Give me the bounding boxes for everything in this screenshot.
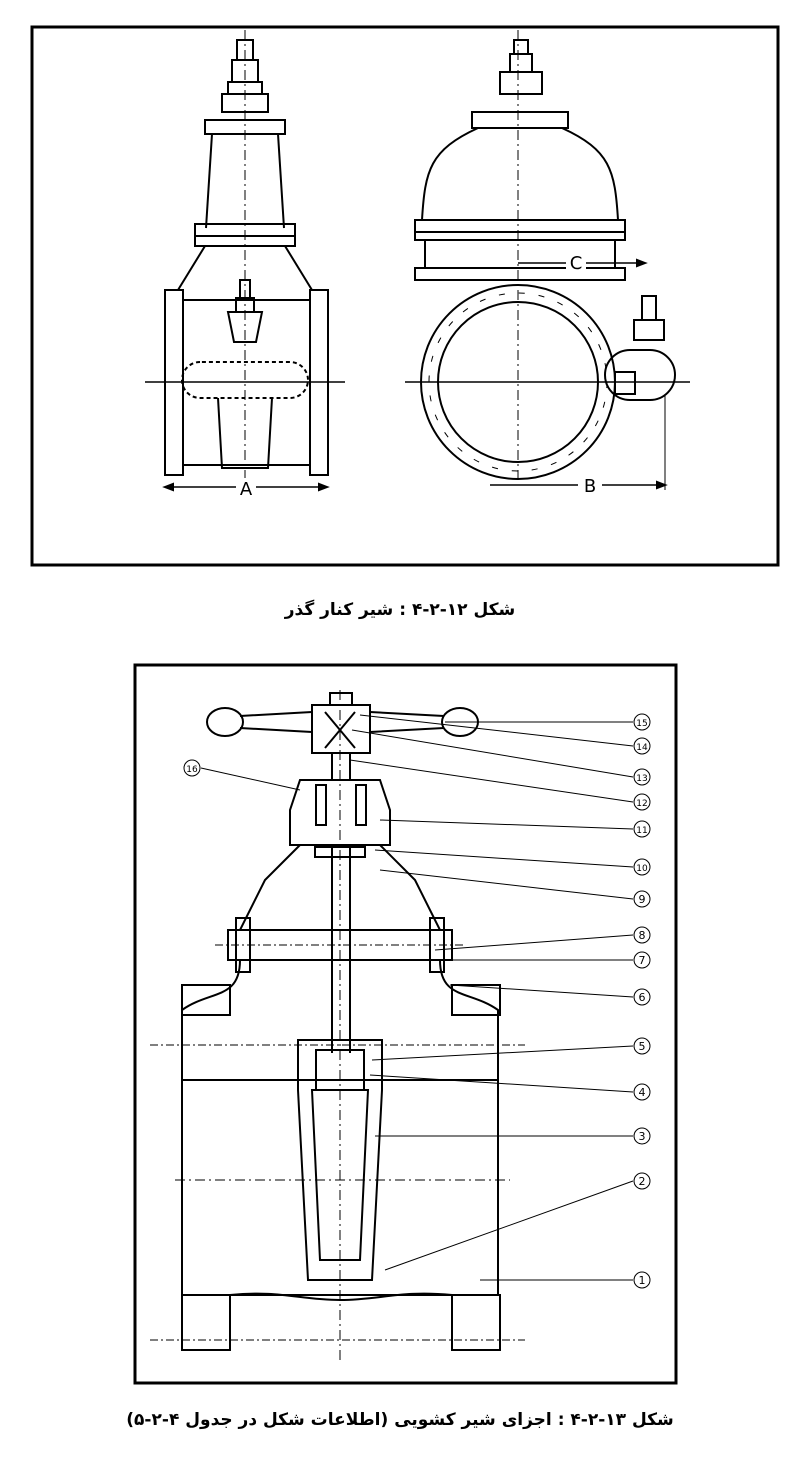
callout-circle (633, 1127, 651, 1145)
part-number-label: 4 (639, 1086, 646, 1099)
leader-line (374, 849, 634, 868)
callout-circle (183, 759, 201, 777)
callout-circle (633, 858, 651, 876)
part-number-label: 8 (639, 929, 646, 942)
caption-separator: : (557, 1410, 565, 1430)
part-number-label: 12 (636, 799, 647, 809)
part-number-label: 10 (636, 864, 648, 874)
part-number-label: 7 (639, 954, 646, 967)
leader-line (349, 759, 634, 803)
callout-circle (633, 793, 651, 811)
part-number-label: 9 (639, 893, 646, 906)
callout-circle (633, 951, 651, 969)
bypass-valve-front-view: A (145, 30, 345, 500)
caption-separator: : (399, 600, 407, 620)
leader-line (200, 767, 301, 791)
callout-circle (633, 1271, 651, 1289)
figure1-caption: شکل ۴-۲-۱۲ : شیر کنار گذر (0, 600, 800, 620)
part-number-label: 13 (636, 774, 647, 784)
caption-number: ۴-۲-۱۲ (411, 600, 468, 620)
callout-circle (633, 988, 651, 1006)
caption-title: اجزای شیر کشویی (اطلاعات شکل در جدول ۴-۲… (126, 1410, 552, 1430)
leader-line (359, 714, 634, 747)
leader-line (449, 984, 634, 998)
part-number-label: 14 (636, 743, 648, 753)
leader-line (369, 1074, 634, 1093)
callout-circle (633, 737, 651, 755)
callout-circle (633, 1172, 651, 1190)
part-number-label: 2 (639, 1175, 646, 1188)
part-number-label: 6 (639, 991, 646, 1004)
part-number-label: 1 (639, 1274, 646, 1287)
leader-line (371, 1045, 634, 1061)
gate-valve-section (150, 690, 525, 1360)
callout-circle (633, 820, 651, 838)
callout-circle (633, 1037, 651, 1055)
leader-line (379, 869, 634, 900)
figure2-caption: شکل ۴-۲-۱۳ : اجزای شیر کشویی (اطلاعات شک… (0, 1410, 800, 1430)
figure-bypass-valve: A B C (30, 25, 780, 567)
callout-circle (633, 926, 651, 944)
part-number-label: 11 (636, 826, 647, 836)
caption-prefix: شکل (631, 1410, 674, 1430)
part-number-label: 15 (636, 719, 647, 729)
figure1-frame (30, 25, 780, 567)
dimension-label-b: B (584, 476, 596, 497)
leader-line (351, 729, 634, 778)
part-number-label: 16 (186, 765, 198, 775)
bypass-valve-side-view: B C (405, 30, 690, 497)
figure2-frame (133, 663, 678, 1385)
dimension-label-c: C (570, 253, 583, 274)
callout-circle (633, 1083, 651, 1101)
callout-circle (633, 890, 651, 908)
part-number-label: 5 (639, 1040, 646, 1053)
part-number-label: 3 (639, 1130, 646, 1143)
callout-circle (633, 713, 651, 731)
caption-title: شیر کنار گذر (284, 600, 394, 620)
dimension-label-a: A (240, 479, 253, 500)
callout-circle (633, 768, 651, 786)
caption-prefix: شکل (473, 600, 516, 620)
caption-number: ۴-۲-۱۳ (570, 1410, 627, 1430)
leader-line (379, 819, 634, 830)
leader-line (434, 934, 634, 951)
leader-line (384, 1180, 634, 1271)
